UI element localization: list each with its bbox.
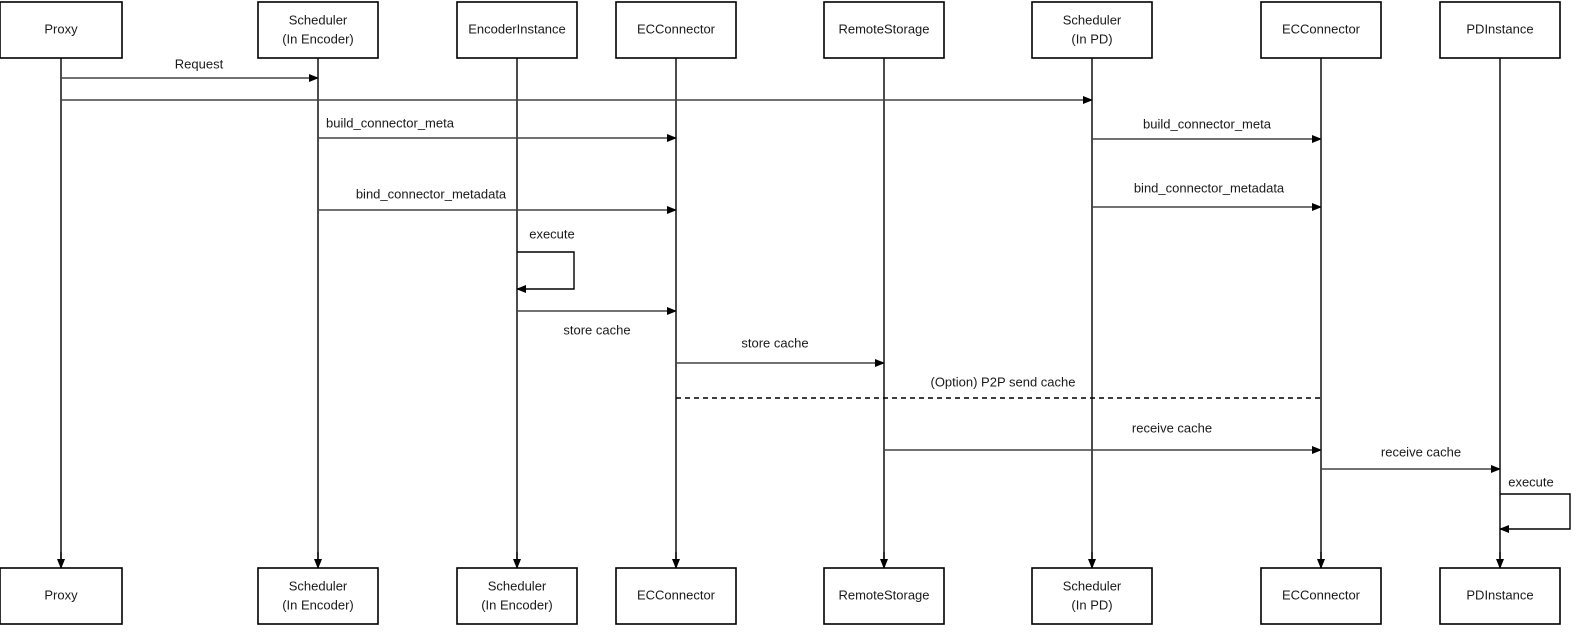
self-message-s1: execute xyxy=(516,226,575,293)
participant-label-line1: RemoteStorage xyxy=(838,21,929,36)
participant-header-scheduler_pd[interactable]: Scheduler (In PD) xyxy=(1031,1,1153,59)
participant-label-line1: ECConnector xyxy=(1282,21,1361,36)
message-m1: Request xyxy=(61,56,319,82)
participant-label-line1: Proxy xyxy=(44,587,78,602)
participant-header-pdinstance[interactable]: PDInstance xyxy=(1439,1,1561,59)
participant-box xyxy=(1439,567,1561,625)
message-label: (Option) P2P send cache xyxy=(930,374,1075,389)
participant-box xyxy=(0,1,123,59)
participant-footer-proxy_f[interactable]: Proxy xyxy=(0,567,123,625)
participant-box xyxy=(257,567,379,625)
message-m5: bind_connector_metadata xyxy=(318,186,677,214)
participant-label-line1: EncoderInstance xyxy=(468,21,566,36)
participant-box xyxy=(823,1,945,59)
participant-box xyxy=(1260,567,1382,625)
message-m3: build_connector_meta xyxy=(318,115,677,142)
participant-label-line2: (In Encoder) xyxy=(282,597,354,612)
participant-box xyxy=(1439,1,1561,59)
message-label: bind_connector_metadata xyxy=(356,186,507,201)
messages-group: Request build_connector_meta build_connect… xyxy=(61,56,1501,473)
participant-label-line1: Scheduler xyxy=(488,578,547,593)
participant-label-line2: (In PD) xyxy=(1071,597,1112,612)
message-m6: bind_connector_metadata xyxy=(1092,180,1322,211)
participant-header-ecconnector_l[interactable]: ECConnector xyxy=(615,1,737,59)
self-messages-group: execute execute xyxy=(516,226,1571,533)
participant-footer-scheduler_enc_f[interactable]: Scheduler (In Encoder) xyxy=(257,567,379,625)
message-m11: receive cache xyxy=(1321,444,1501,473)
participant-footer-remotestorage_f[interactable]: RemoteStorage xyxy=(823,567,945,625)
message-label: store cache xyxy=(741,335,808,350)
participant-footers-group: Proxy Scheduler (In Encoder) Scheduler (In E… xyxy=(0,567,1561,625)
participant-label-line1: Scheduler xyxy=(289,578,348,593)
participant-header-ecconnector_r[interactable]: ECConnector xyxy=(1260,1,1382,59)
participant-label-line2: (In Encoder) xyxy=(282,31,354,46)
message-m7: store cache xyxy=(517,307,677,337)
participant-label-line1: Scheduler xyxy=(289,12,348,27)
message-label: receive cache xyxy=(1132,420,1212,435)
participant-box xyxy=(1031,1,1153,59)
message-label: store cache xyxy=(563,322,630,337)
participant-label-line1: PDInstance xyxy=(1466,21,1533,36)
self-message-path xyxy=(516,251,575,293)
message-m8: store cache xyxy=(676,335,885,367)
participant-header-scheduler_enc[interactable]: Scheduler (In Encoder) xyxy=(257,1,379,59)
participant-box xyxy=(456,567,578,625)
participant-footer-scheduler_pd_f[interactable]: Scheduler (In PD) xyxy=(1031,567,1153,625)
participant-headers-group: Proxy Scheduler (In Encoder) EncoderInstanc… xyxy=(0,1,1561,59)
participant-label-line1: ECConnector xyxy=(637,21,716,36)
message-label: Request xyxy=(175,56,224,71)
message-m9: (Option) P2P send cache xyxy=(676,374,1321,399)
message-m4: build_connector_meta xyxy=(1092,116,1322,143)
participant-box xyxy=(1031,567,1153,625)
participant-label-line1: Scheduler xyxy=(1063,578,1122,593)
participant-footer-ecconnector_r_f[interactable]: ECConnector xyxy=(1260,567,1382,625)
message-label: build_connector_meta xyxy=(1143,116,1272,131)
participant-header-encoder_inst[interactable]: EncoderInstance xyxy=(456,1,578,59)
participant-label-line2: (In Encoder) xyxy=(481,597,553,612)
participant-box xyxy=(615,1,737,59)
participant-label-line1: Proxy xyxy=(44,21,78,36)
participant-label-line1: PDInstance xyxy=(1466,587,1533,602)
participant-box xyxy=(1260,1,1382,59)
message-label: receive cache xyxy=(1381,444,1461,459)
participant-label-line2: (In PD) xyxy=(1071,31,1112,46)
participant-label-line1: ECConnector xyxy=(1282,587,1361,602)
participant-label-line1: RemoteStorage xyxy=(838,587,929,602)
self-message-label: execute xyxy=(1508,474,1554,489)
participant-footer-ecconnector_l_f[interactable]: ECConnector xyxy=(615,567,737,625)
lifelines-group xyxy=(57,58,1504,569)
participant-header-proxy[interactable]: Proxy xyxy=(0,1,123,59)
participant-box xyxy=(615,567,737,625)
message-label: bind_connector_metadata xyxy=(1134,180,1285,195)
participant-box xyxy=(823,567,945,625)
self-message-label: execute xyxy=(529,226,575,241)
participant-footer-scheduler_enc_f2[interactable]: Scheduler (In Encoder) xyxy=(456,567,578,625)
participant-box xyxy=(257,1,379,59)
participant-label-line1: ECConnector xyxy=(637,587,716,602)
self-message-s2: execute xyxy=(1499,474,1571,533)
participant-box xyxy=(456,1,578,59)
participant-label-line1: Scheduler xyxy=(1063,12,1122,27)
message-label: build_connector_meta xyxy=(326,115,455,130)
participant-footer-pdinstance_f[interactable]: PDInstance xyxy=(1439,567,1561,625)
participant-box xyxy=(0,567,123,625)
message-m10: receive cache xyxy=(884,420,1322,454)
self-message-path xyxy=(1499,493,1571,533)
participant-header-remotestorage[interactable]: RemoteStorage xyxy=(823,1,945,59)
